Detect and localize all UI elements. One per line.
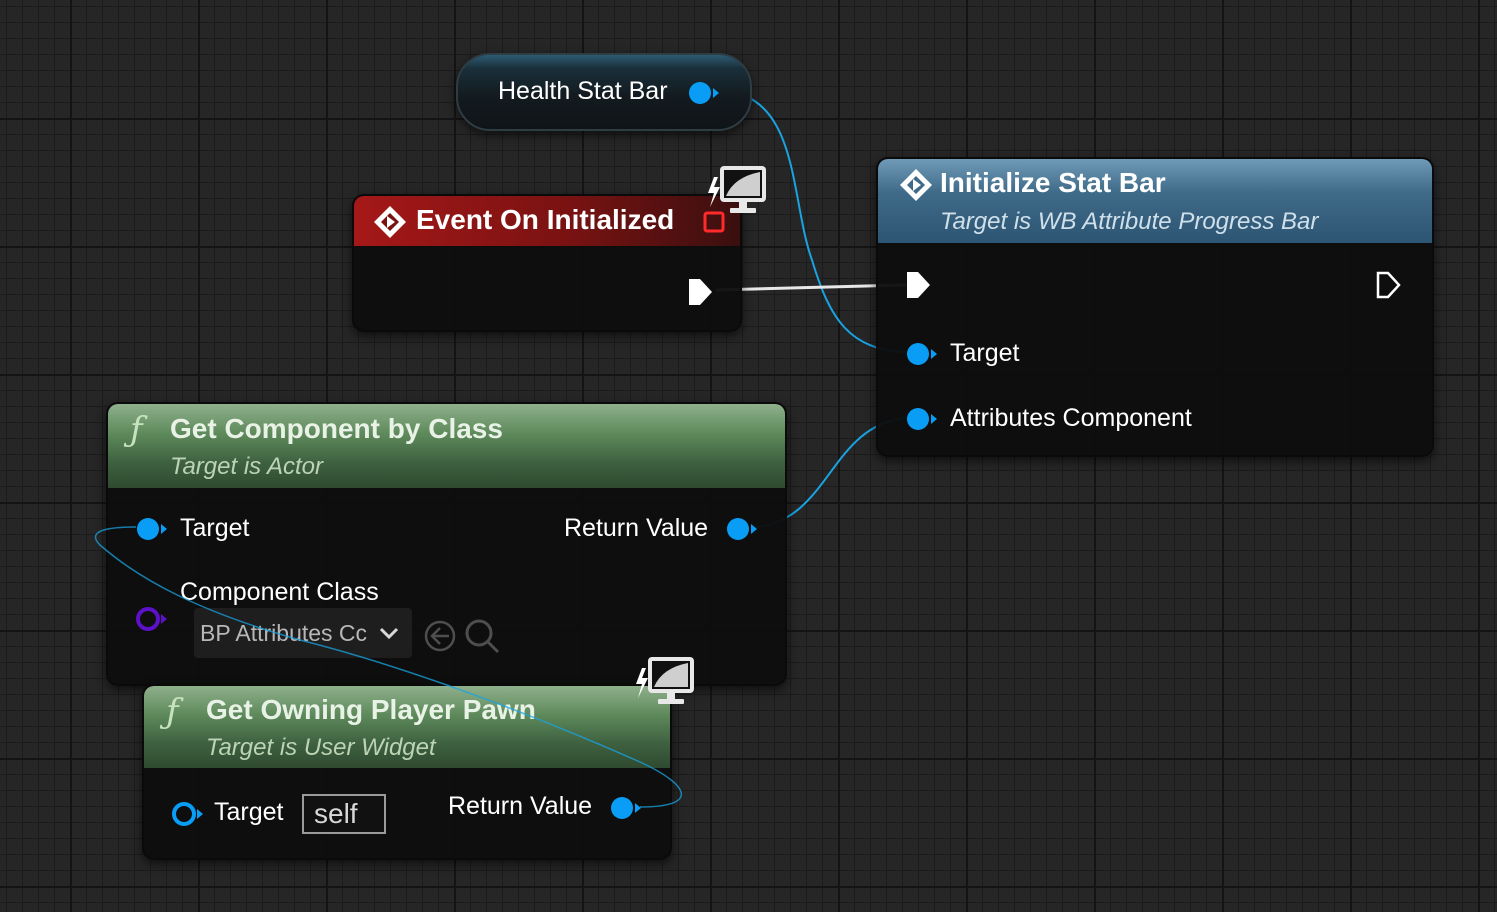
attributes-component-label: Attributes Component [950,404,1192,432]
get-component-target-label: Target [180,514,250,542]
get-component-node-header: ƒ Get Component by Class Target is Actor [108,404,785,488]
function-icon: ƒ [130,410,143,450]
event-diamond-icon [374,206,406,238]
get-component-node-title: Get Component by Class [170,413,503,444]
delegate-pin-icon[interactable] [702,210,726,234]
component-class-value: BP Attributes Cc [200,620,368,646]
pawn-target-label: Target [214,798,284,826]
get-component-return-value-label: Return Value [564,514,709,542]
client-only-monitor-icon [636,657,694,704]
return-value-pin-icon[interactable] [724,515,760,543]
exec-out-pin-icon[interactable] [686,276,716,308]
exec-in-pin-icon[interactable] [904,269,934,301]
pawn-node-header: ƒ Get Owning Player Pawn Target is User … [144,686,670,768]
health-stat-bar-variable-node[interactable]: Health Stat Bar [456,53,752,131]
initialize-node-header: Initialize Stat Bar Target is WB Attribu… [878,159,1432,243]
initialize-node-title: Initialize Stat Bar [940,167,1166,198]
pawn-return-value-label: Return Value [448,792,593,820]
function-icon: ƒ [166,692,179,732]
initialize-stat-bar-node[interactable]: Initialize Stat Bar Target is WB Attribu… [876,157,1434,457]
target-object-pin-icon[interactable] [134,515,170,543]
call-diamond-icon [900,169,932,201]
return-value-pin-icon[interactable] [608,794,644,822]
search-icon[interactable] [462,616,502,656]
target-self-field[interactable]: self [302,794,386,834]
chevron-down-icon [379,627,399,640]
component-class-label: Component Class [180,578,379,606]
pawn-node-title: Get Owning Player Pawn [206,694,536,725]
client-only-monitor-icon [708,166,766,213]
object-pin-icon[interactable] [686,79,722,107]
initialize-node-subtitle: Target is WB Attribute Progress Bar [940,208,1319,235]
attributes-component-pin-icon[interactable] [904,405,940,433]
class-pin-icon[interactable] [134,604,170,634]
target-object-pin-icon[interactable] [170,800,206,828]
arrow-left-circle-icon[interactable] [422,618,458,654]
event-on-initialized-node[interactable]: Event On Initialized [352,194,742,332]
get-component-by-class-node[interactable]: ƒ Get Component by Class Target is Actor… [106,402,787,686]
event-node-title: Event On Initialized [416,204,675,235]
target-object-pin-icon[interactable] [904,340,940,368]
get-owning-player-pawn-node[interactable]: ƒ Get Owning Player Pawn Target is User … [142,684,672,860]
get-component-node-subtitle: Target is Actor [170,453,323,480]
pawn-node-subtitle: Target is User Widget [206,734,436,761]
exec-out-pin-icon[interactable] [1374,269,1404,301]
health-stat-bar-label: Health Stat Bar [498,77,668,105]
component-class-dropdown[interactable]: BP Attributes Cc [194,608,412,658]
event-node-header: Event On Initialized [354,196,740,246]
initialize-target-label: Target [950,339,1020,367]
